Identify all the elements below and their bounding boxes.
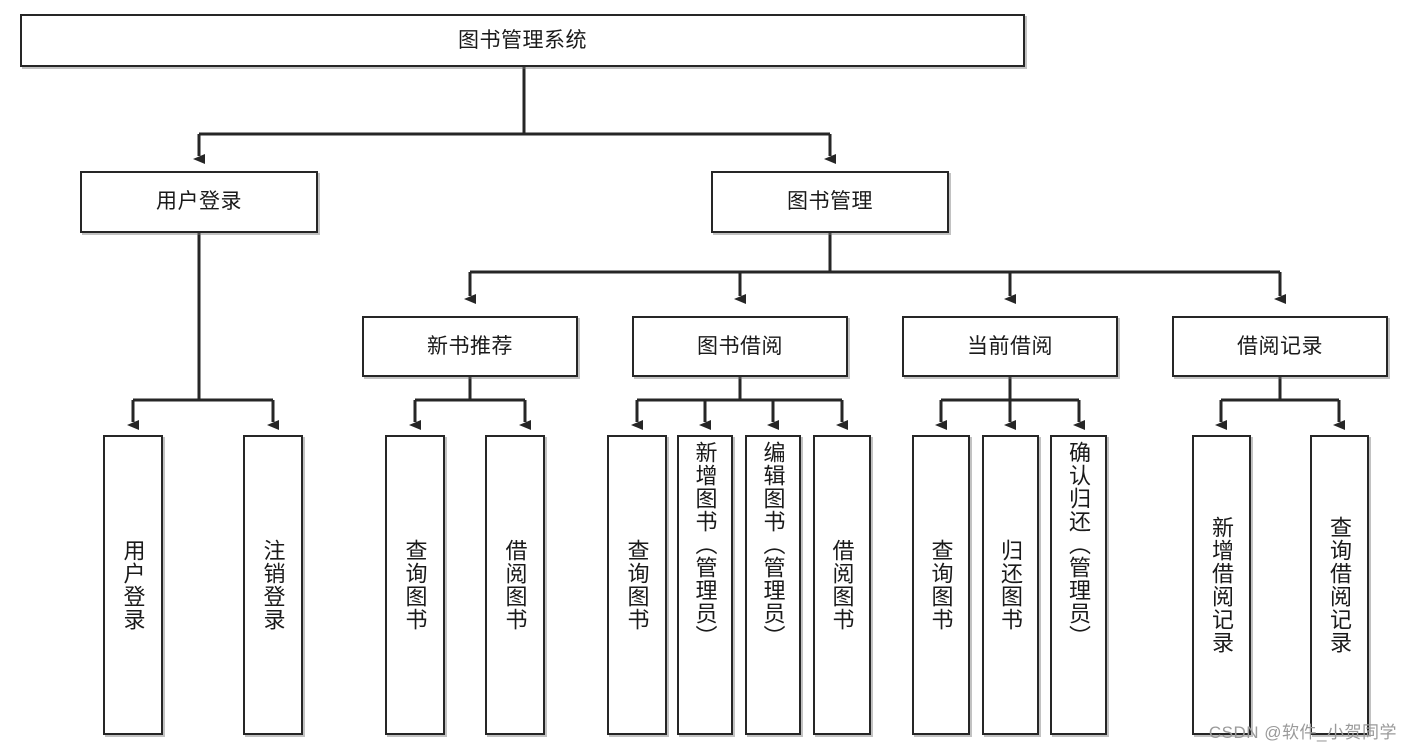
node-borrow-record[interactable]: 借阅记录 [1172,316,1388,377]
node-label-leaf-return-book: 归还图书 [998,539,1024,631]
node-label-leaf-borrow-book-2: 借阅图书 [829,539,855,631]
node-book-borrow[interactable]: 图书借阅 [632,316,848,377]
node-leaf-add-book-admin[interactable]: 新增图书（管理员） [677,435,733,735]
node-label-leaf-query-book-1: 查询图书 [402,539,428,631]
node-leaf-edit-book-admin[interactable]: 编辑图书（管理员） [745,435,801,735]
node-label-leaf-edit-book-admin: 编辑图书（管理员） [760,441,786,648]
node-leaf-confirm-return-admin[interactable]: 确认归还（管理员） [1050,435,1107,735]
node-label-leaf-add-borrow-record: 新增借阅记录 [1209,516,1235,654]
node-user-login[interactable]: 用户登录 [80,171,318,233]
node-leaf-borrow-book-1[interactable]: 借阅图书 [485,435,545,735]
node-label-leaf-logout-login: 注销登录 [260,539,286,631]
node-label-leaf-user-login: 用户登录 [120,539,146,631]
node-leaf-query-borrow-record[interactable]: 查询借阅记录 [1310,435,1369,735]
node-root-system[interactable]: 图书管理系统 [20,14,1025,67]
node-label-book-management: 图书管理 [787,190,873,214]
node-label-current-borrow: 当前借阅 [967,334,1053,358]
node-leaf-query-book-1[interactable]: 查询图书 [385,435,445,735]
node-label-user-login: 用户登录 [156,190,242,214]
node-current-borrow[interactable]: 当前借阅 [902,316,1118,377]
node-leaf-return-book[interactable]: 归还图书 [982,435,1039,735]
node-leaf-query-book-2[interactable]: 查询图书 [607,435,667,735]
node-leaf-user-login[interactable]: 用户登录 [103,435,163,735]
node-label-leaf-add-book-admin: 新增图书（管理员） [692,441,718,648]
node-label-leaf-borrow-book-1: 借阅图书 [502,539,528,631]
node-new-book-recommend[interactable]: 新书推荐 [362,316,578,377]
node-leaf-query-book-3[interactable]: 查询图书 [912,435,970,735]
node-label-leaf-query-book-2: 查询图书 [624,539,650,631]
node-label-book-borrow: 图书借阅 [697,334,783,358]
node-label-borrow-record: 借阅记录 [1237,334,1323,358]
node-label-root: 图书管理系统 [458,28,587,52]
node-label-leaf-query-book-3: 查询图书 [928,539,954,631]
node-label-leaf-query-borrow-record: 查询借阅记录 [1327,516,1353,654]
node-leaf-logout-login[interactable]: 注销登录 [243,435,303,735]
node-label-leaf-confirm-return-admin: 确认归还（管理员） [1066,441,1092,648]
node-leaf-add-borrow-record[interactable]: 新增借阅记录 [1192,435,1251,735]
node-leaf-borrow-book-2[interactable]: 借阅图书 [813,435,871,735]
node-book-management[interactable]: 图书管理 [711,171,949,233]
node-label-new-book-recommend: 新书推荐 [427,334,513,358]
